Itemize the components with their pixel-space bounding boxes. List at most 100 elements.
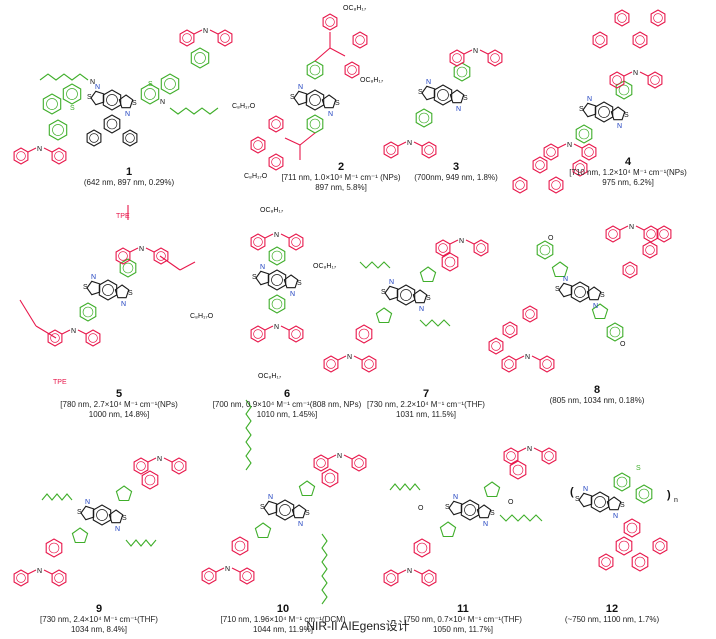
figure-title: NIR-II AIEgens设计	[306, 619, 410, 633]
phenyl-ring	[581, 143, 597, 161]
phenyl-ring-inner	[220, 33, 230, 43]
polymer-bracket: )	[667, 489, 671, 501]
ring	[502, 321, 518, 339]
pyrazine-ring-inner	[106, 118, 118, 130]
phenyl-ring-inner	[16, 573, 26, 583]
sulfur-label: S	[70, 105, 75, 112]
thiadiazole-ring	[610, 106, 626, 121]
nitrogen-label: N	[268, 494, 273, 501]
sulfur-label: S	[600, 292, 605, 299]
alkyl-chain	[419, 319, 451, 327]
ring	[141, 470, 159, 490]
bond	[27, 147, 37, 153]
nitrogen-label: N	[419, 306, 424, 313]
oxygen-label: O	[548, 235, 554, 242]
phenyl-ring-inner	[54, 573, 64, 583]
alkyl-chain	[389, 483, 421, 491]
nitrogen-label: N	[260, 264, 265, 271]
nitrogen-label: N	[90, 79, 95, 86]
core-benzene	[460, 499, 480, 521]
sulfur-label: S	[87, 94, 92, 101]
ring	[268, 294, 286, 314]
core-benzene-inner	[437, 89, 449, 101]
sulfur-label: S	[579, 106, 584, 113]
thiadiazole-ring	[421, 85, 436, 101]
alkyl-chain	[125, 539, 157, 547]
phenyl-ring-inner	[54, 151, 64, 161]
thiadiazole-ring	[476, 504, 492, 519]
pyrazine-ring	[103, 114, 121, 134]
ring-inner	[164, 78, 176, 90]
core-benzene	[275, 499, 295, 521]
thiadiazole-ring	[606, 496, 622, 511]
phenyl-ring-inner	[16, 151, 26, 161]
compound-number: 1	[126, 166, 132, 178]
ring-inner	[309, 64, 321, 76]
nitrogen-label: N	[91, 274, 96, 281]
octyloxy-label: OC₈H₁₇	[313, 263, 337, 270]
bond	[343, 454, 353, 460]
ring-inner	[271, 298, 283, 310]
compound-caption: 1031 nm, 11.5%]	[396, 410, 456, 419]
ring	[635, 484, 653, 504]
nitrogen-label: N	[290, 291, 295, 298]
bond	[179, 261, 196, 271]
ring	[509, 460, 527, 480]
phenyl-ring	[539, 355, 555, 373]
ring	[45, 538, 63, 558]
bond	[619, 225, 629, 231]
tpe-label: TPE	[53, 379, 67, 386]
phenyl-ring-inner	[452, 53, 462, 63]
bond	[449, 239, 459, 245]
compound-caption: 975 nm, 6.2%]	[602, 178, 654, 187]
ring	[488, 337, 504, 355]
nitrogen-label: N	[563, 276, 568, 283]
sulfur-label: S	[83, 284, 88, 291]
bond	[533, 447, 543, 453]
core-benzene-inner	[574, 286, 586, 298]
ring	[614, 9, 630, 27]
ring	[160, 73, 180, 95]
ring-inner	[416, 542, 428, 554]
nitrogen-label: N	[633, 70, 638, 77]
alkyl-chain	[245, 399, 252, 471]
thiadiazole-ring	[283, 274, 299, 289]
nitrogen-label: N	[337, 453, 342, 460]
ring-inner	[122, 262, 134, 274]
polymer-bracket: (	[570, 486, 574, 498]
ring-inner	[635, 35, 645, 45]
octyloxy-label: C₈H₁₇O	[232, 103, 256, 110]
phenyl-ring-inner	[136, 461, 146, 471]
ring-inner	[535, 160, 545, 170]
thiadiazole-ring	[108, 509, 124, 524]
ring-inner	[456, 66, 468, 78]
tpe-label: TPE	[116, 213, 130, 220]
bond	[397, 141, 407, 147]
phenyl-ring	[179, 29, 195, 47]
phenyl-ring-inner	[476, 243, 486, 253]
sulfur-label: S	[555, 286, 560, 293]
phenyl-ring	[201, 567, 217, 585]
nitrogen-label: N	[567, 142, 572, 149]
ring	[415, 108, 433, 128]
octyloxy-label: C₈H₁₇O	[244, 173, 268, 180]
nitrogen-label: N	[407, 140, 412, 147]
phenyl-ring	[51, 569, 67, 587]
ring-inner	[66, 88, 78, 100]
ring-inner	[82, 306, 94, 318]
core-benzene-inner	[96, 509, 108, 521]
nitrogen-label: N	[71, 328, 76, 335]
thiadiazole-ring	[449, 89, 465, 104]
bond	[43, 569, 53, 575]
ring-inner	[578, 128, 590, 140]
ring	[575, 124, 593, 144]
compound-labels: SSNNNNSSNNSSNNOC₈H₁₇OC₈H₁₇C₈H₁₇OC₈H₁₇OSS…	[37, 5, 687, 634]
phenyl-ring-inner	[316, 458, 326, 468]
nitrogen-label: N	[37, 146, 42, 153]
phenyl-ring-inner	[424, 145, 434, 155]
phenyl-ring	[323, 355, 339, 373]
phenyl-ring	[288, 325, 304, 343]
five-ring	[115, 485, 133, 502]
phenyl-ring	[543, 143, 559, 161]
thiadiazole-ring	[321, 94, 337, 109]
